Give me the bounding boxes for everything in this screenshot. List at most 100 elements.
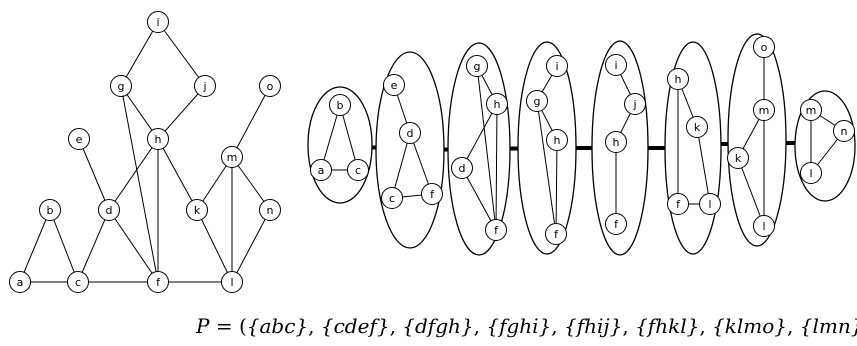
- svg-text:o: o: [761, 41, 768, 54]
- bag-2-edge-d-f: [461, 167, 497, 231]
- svg-text:i: i: [156, 16, 159, 29]
- graph-node-o: o: [259, 75, 281, 97]
- bag-2-edge-h-d: [461, 103, 498, 169]
- svg-text:j: j: [202, 80, 206, 93]
- graph-node-f: f: [147, 271, 169, 293]
- bag-ellipse-6: [727, 33, 787, 247]
- graph-node-d: d: [98, 199, 120, 221]
- bag-0-edge-a-b: [320, 104, 341, 171]
- svg-text:e: e: [391, 79, 398, 92]
- bag-4: i j h f: [591, 40, 649, 256]
- bag-1-node-e: e: [383, 74, 405, 96]
- bag-5-node-k: k: [686, 116, 708, 138]
- graph-edge-a-b: [19, 209, 51, 283]
- svg-text:a: a: [17, 276, 24, 289]
- graph-node-l: l: [221, 271, 243, 293]
- bag-6: o m k l: [727, 33, 787, 247]
- svg-text:e: e: [76, 133, 83, 146]
- bag-3-node-h: h: [546, 129, 568, 151]
- svg-text:n: n: [841, 125, 848, 138]
- svg-text:l: l: [809, 167, 812, 180]
- svg-text:l: l: [708, 198, 711, 211]
- svg-text:k: k: [194, 204, 201, 217]
- bag-6-node-k: k: [727, 147, 749, 169]
- graph-edge-d-h: [108, 138, 159, 211]
- graph-edge-g-i: [120, 21, 159, 87]
- bag-6-node-m: m: [753, 99, 775, 121]
- graph-node-h: h: [147, 128, 169, 150]
- bag-6-node-o: o: [753, 36, 775, 58]
- svg-text:h: h: [613, 136, 620, 149]
- bag-3-edge-g-f: [536, 100, 557, 235]
- svg-text:g: g: [118, 80, 125, 93]
- bag-5-node-h: h: [667, 68, 689, 90]
- graph-edge-h-k: [157, 138, 198, 211]
- svg-text:i: i: [555, 60, 558, 73]
- svg-text:f: f: [494, 224, 499, 237]
- svg-text:i: i: [614, 59, 617, 72]
- formula-set-4: {fhij}: [564, 314, 623, 338]
- svg-text:b: b: [337, 99, 344, 112]
- graph-edge-d-f: [108, 209, 159, 283]
- svg-text:h: h: [554, 134, 561, 147]
- bag-2-node-d: d: [451, 157, 473, 179]
- svg-text:d: d: [459, 162, 466, 175]
- svg-text:h: h: [675, 73, 682, 86]
- graph-node-n: n: [259, 199, 281, 221]
- graph-node-c: c: [67, 271, 89, 293]
- graph-edge-c-d: [77, 209, 110, 283]
- svg-text:o: o: [267, 80, 274, 93]
- bag-0-node-b: b: [329, 94, 351, 116]
- graph-edge-k-l: [196, 209, 233, 283]
- bag-7-node-m: m: [800, 99, 822, 121]
- bag-0: abc: [307, 86, 373, 204]
- bag-ellipse-3: [517, 41, 577, 255]
- svg-text:k: k: [735, 152, 742, 165]
- svg-text:l: l: [230, 276, 233, 289]
- formula-set-6: {klmo}: [712, 314, 788, 338]
- svg-text:c: c: [75, 276, 81, 289]
- svg-text:l: l: [762, 220, 765, 233]
- svg-text:d: d: [407, 127, 414, 140]
- bag-4-node-j: j: [624, 93, 646, 115]
- formula-set-0: {abc}: [246, 314, 309, 338]
- graph-node-k: k: [186, 199, 208, 221]
- svg-text:k: k: [694, 121, 701, 134]
- bag-7-node-l: l: [800, 162, 822, 184]
- bag-4-node-i: i: [605, 54, 627, 76]
- graph-node-i: i: [147, 11, 169, 33]
- formula-set-1: {cdef}: [320, 314, 390, 338]
- bag-3: i g h f: [517, 41, 577, 255]
- bag-1-node-d: d: [399, 122, 421, 144]
- bag-1-edge-d-c: [391, 132, 411, 199]
- svg-text:n: n: [267, 204, 274, 217]
- svg-text:f: f: [554, 228, 559, 241]
- decomposition-formula: P = ({abc}, {cdef}, {dfgh}, {fghi}, {fhi…: [196, 314, 857, 342]
- svg-text:g: g: [534, 95, 541, 108]
- bag-5-node-f: f: [667, 193, 689, 215]
- formula-eq: = (: [209, 314, 247, 338]
- svg-text:c: c: [389, 192, 395, 205]
- graph-node-m: m: [221, 146, 243, 168]
- svg-text:j: j: [632, 98, 636, 111]
- graph-edge-i-j: [157, 21, 206, 87]
- svg-text:h: h: [494, 98, 501, 111]
- bag-7: m n l: [794, 90, 856, 202]
- formula-set-3: {fghi}: [486, 314, 552, 338]
- graph-node-g: g: [110, 75, 132, 97]
- svg-text:f: f: [614, 218, 619, 231]
- bag-4-node-h: h: [605, 131, 627, 153]
- graph-edge-h-j: [157, 85, 206, 140]
- bag-6-edge-k-l: [737, 157, 765, 227]
- svg-text:c: c: [355, 164, 361, 177]
- bag-6-node-l: l: [753, 215, 775, 237]
- graph-node-j: j: [194, 75, 216, 97]
- bag-0-edge-b-c: [339, 104, 359, 171]
- svg-text:m: m: [806, 104, 817, 117]
- bag-5: h k f l: [664, 41, 722, 255]
- bag-2-node-f: f: [485, 219, 507, 241]
- formula-set-7: {lmn}: [799, 314, 857, 338]
